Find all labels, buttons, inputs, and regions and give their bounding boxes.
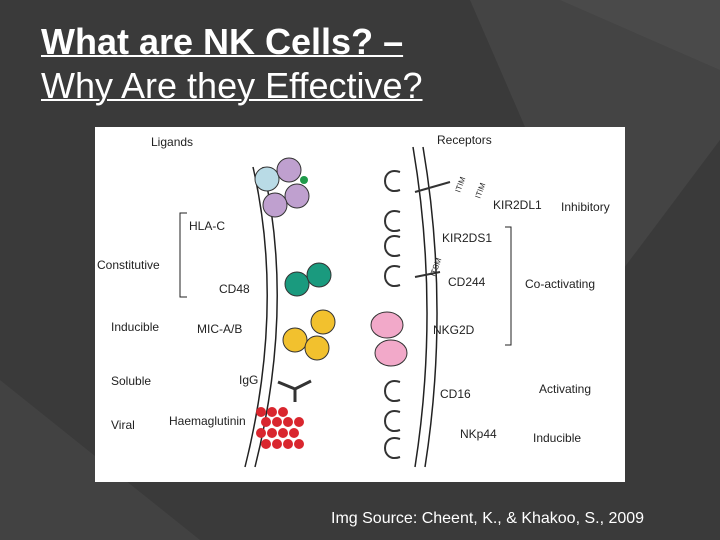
category-viral: Viral — [111, 418, 135, 432]
target-cell-membrane-outer — [244, 166, 268, 468]
receptor-label-kir2ds1: KIR2DS1 — [442, 231, 492, 245]
nk-cell-membrane-outer — [412, 146, 428, 468]
slide-title-line2: Why Are they Effective? — [41, 65, 423, 106]
ligand-igg: IgG — [239, 373, 258, 387]
ligand-cd48: CD48 — [219, 282, 250, 296]
slide-title-line1: What are NK Cells? – — [41, 21, 404, 62]
category-co-activating: Co-activating — [525, 277, 595, 291]
haemaglutinin-cluster — [256, 407, 304, 449]
receptor-nkg2d — [370, 311, 408, 367]
receptor-kir2dl1 — [384, 170, 451, 232]
receptor-cd244 — [384, 265, 441, 287]
mic-ab-molecule — [282, 309, 336, 361]
category-activating: Activating — [539, 382, 591, 396]
receptor-label-nkg2d: NKG2D — [433, 323, 475, 337]
co-activating-bracket — [505, 226, 512, 346]
receptor-label-nkp44: NKp44 — [460, 427, 497, 441]
igg-antibody — [277, 379, 312, 402]
nk-cell-membrane-inner — [422, 146, 438, 468]
receptor-label-kir2dl1: KIR2DL1 — [493, 198, 542, 212]
hla-c-molecule — [254, 157, 310, 218]
constitutive-bracket — [179, 212, 187, 298]
motif-itim-1: ITIM — [453, 175, 467, 193]
ligand-mic-ab: MIC-A/B — [197, 322, 242, 336]
category-inducible-ligand: Inducible — [111, 320, 159, 334]
category-inducible-receptor: Inducible — [533, 431, 581, 445]
receptor-kir2ds1 — [384, 235, 401, 257]
receptor-cd16 — [384, 380, 401, 432]
ligand-hla-c: HLA-C — [189, 219, 225, 233]
receptor-nkp44 — [384, 437, 401, 459]
ligand-haemaglutinin: Haemaglutinin — [169, 414, 246, 428]
motif-itsm: ITSM — [428, 256, 443, 277]
category-constitutive: Constitutive — [97, 258, 160, 272]
motif-itim-2: ITIM — [473, 181, 487, 199]
header-ligands: Ligands — [151, 135, 193, 149]
header-receptors: Receptors — [437, 133, 492, 147]
cd48-molecule — [284, 262, 332, 297]
image-credit: Img Source: Cheent, K., & Khakoo, S., 20… — [331, 510, 645, 527]
nk-cell-diagram: Ligands Receptors Constitutive Inducible… — [95, 127, 625, 482]
receptor-label-cd16: CD16 — [440, 387, 471, 401]
category-inhibitory: Inhibitory — [561, 200, 610, 214]
category-soluble: Soluble — [111, 374, 151, 388]
slide-title: What are NK Cells? – Why Are they Effect… — [41, 20, 681, 108]
receptor-label-cd244: CD244 — [448, 275, 486, 289]
